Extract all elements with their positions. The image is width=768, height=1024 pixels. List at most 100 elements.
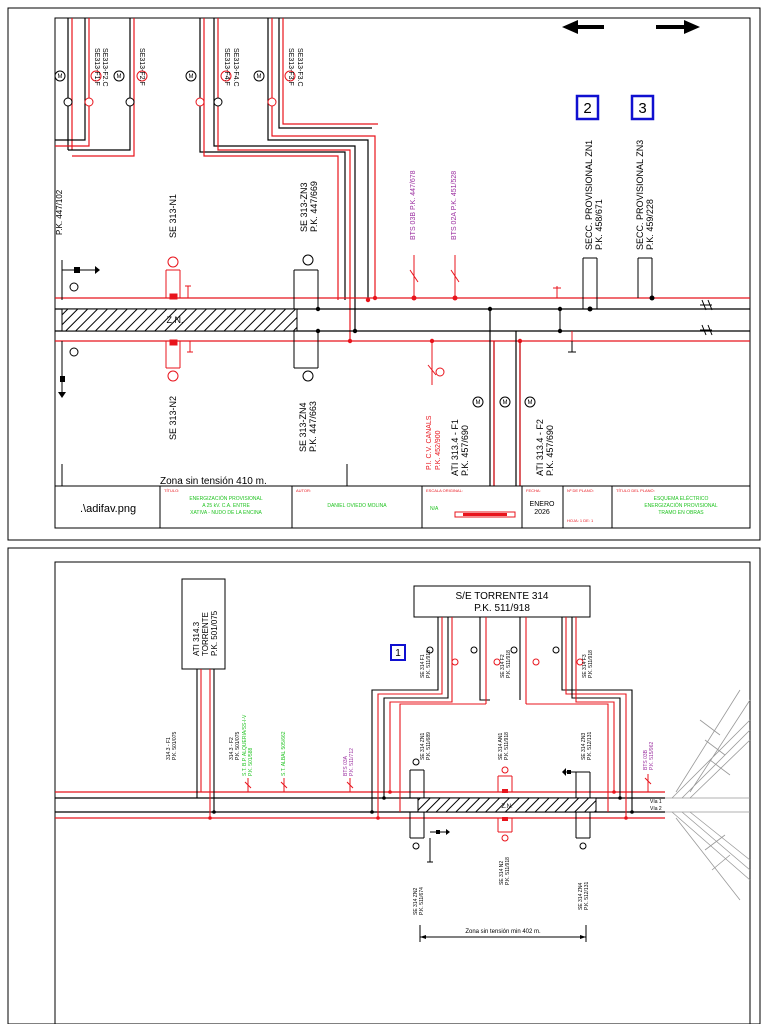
se-314-zn3: SE 314 ZN3 P.K. 512/131 (562, 732, 593, 798)
author-value: DANIEL OVIEDO MOLINA (327, 503, 387, 509)
sheet-1-frame (54, 17, 751, 529)
svg-text:M: M (476, 400, 481, 406)
track-2-label: Vía 2 (650, 806, 662, 812)
sheet-1: 2 3 (7, 7, 761, 541)
badge-3[interactable]: 3 (630, 94, 655, 121)
plan-title-line-2: ENERGIZACIÓN PROVISIONAL (644, 502, 718, 509)
svg-text:M: M (257, 74, 262, 80)
track-1-label: Vía 1 (650, 799, 662, 805)
zn3-name: SE 314 ZN3 (581, 733, 587, 760)
se-314-zn4: SE 314 ZN4 P.K. 512/131 (575, 812, 591, 910)
breaker-motor-icon: M (499, 396, 511, 408)
sheet-2-frame (54, 561, 751, 1024)
feeder-label: SE313-F2.C (101, 48, 108, 87)
svg-text:M: M (528, 400, 533, 406)
rail-yard-lines (665, 689, 751, 901)
feeder-label: SE313-F1.F (93, 48, 100, 86)
bus-nodes-2 (208, 790, 634, 820)
substation-name: S/E TORRENTE 314 (456, 591, 549, 602)
top-feeder-lines (55, 18, 378, 340)
se-314-zn1: SE 314 ZN1 P.K. 511/689 (409, 732, 432, 798)
n2-name: SE 314 N2 (499, 861, 505, 885)
ati-313-4: M M M ATI 313.4 - F1 P.K. 457/690 ATI 31… (450, 309, 555, 486)
ati-f1-pk: P.K. 457/690 (460, 425, 470, 476)
f2-name: 314.3 - F2 (229, 737, 235, 760)
se-313-n1-breaker (165, 256, 191, 300)
sheet-2: S/E TORRENTE 314 P.K. 511/918 1 ATI 314.… (7, 547, 761, 1024)
st2-name: S.T. ALBAL 505/662 (281, 731, 287, 776)
breaker-motor-icon: M (472, 396, 484, 408)
breaker-red-icon (284, 70, 296, 82)
badge-2[interactable]: 2 (575, 94, 600, 121)
st1-name: S.T. B.P. ALQUERIA/SS-I-V (242, 714, 248, 776)
an1-name: SE 314 AN1 (498, 733, 504, 760)
scale-header: ESCALA ORIGINAL: (426, 488, 463, 493)
feeder-label: SE313-F4.C (232, 48, 239, 87)
bus-nodes (315, 295, 563, 344)
bts-03b-label: BTS 03B P.K. 447/678 (410, 170, 417, 240)
substation-feeder-labels: SE 314 F1 P.K. 511/918 SE 314 F2 P.K. 51… (420, 650, 594, 678)
plan-title-line-3: TRAMO EN OBRAS (658, 510, 704, 516)
breaker-motor-icon: M (253, 70, 265, 82)
top-feeder-labels: SE313-F1.F SE313-F2.C SE313-F2.F SE313-F… (93, 48, 303, 87)
bts-03a-name: BTS 03A (343, 755, 349, 776)
date-header: FECHA: (526, 488, 541, 493)
dead-zone-label-2: Zona sin tensión min 402 m. (465, 929, 541, 935)
pi-cv-canals-pk: P.K. 452/900 (435, 430, 442, 470)
pi-cv-canals-name: P.I. C.V. CANALS (426, 415, 433, 470)
date-month: ENERO (530, 501, 555, 508)
substation-pk: P.K. 511/918 (474, 603, 530, 614)
left-arrow-icon[interactable] (562, 20, 604, 34)
feeder-label: SE313-F4.F (223, 48, 230, 86)
se-314-an1: SE 314 AN1 P.K. 511/918 (497, 732, 513, 793)
title-line-2: A 25 kV. C.A. ENTRE (202, 503, 250, 509)
secc-zn1-pk: P.K. 458/671 (594, 199, 604, 250)
se-313-zn4: SE 313-ZN4 P.K. 447/663 (293, 331, 319, 452)
ati-f2-pk: P.K. 457/690 (545, 425, 555, 476)
bts-03b-2-pk: P.K. 515/962 (649, 742, 655, 770)
zn4-name: SE 314 ZN4 (578, 883, 584, 910)
secc-zn3-pk: P.K. 459/228 (645, 199, 655, 250)
ati-feeder-lines (196, 669, 215, 818)
feeder-label: SE313-F3.C (296, 48, 303, 87)
secc-zn1-name: SECC. PROVISIONAL ZN1 (584, 140, 594, 250)
feeder-f1-name: SE 314 F1 (420, 654, 426, 678)
scale-bar-fill (463, 513, 507, 516)
logo-placeholder: .\adifav.png (80, 503, 136, 515)
bts-03b-2-name: BTS 03B (643, 749, 649, 770)
left-devices (58, 260, 100, 398)
ati-box-line-1: ATI 314.3 (192, 621, 201, 656)
zn2-name: SE 314 ZN2 (413, 888, 419, 915)
ati-box-line-2: TORRENTE (201, 612, 210, 656)
st-albal: S.T. ALBAL 505/662 (280, 731, 288, 792)
title-line-1: ENERGIZACIÓN PROVISIONAL (189, 495, 263, 502)
se-313-zn3: SE 313-ZN3 P.K. 447/669 (293, 181, 319, 309)
f2-pk: P.K. 501/075 (235, 732, 241, 760)
ground-icon (553, 286, 561, 298)
bts-03a: BTS 03A P.K. 511/712 (343, 748, 355, 792)
se-313-zn4-name: SE 313-ZN4 (298, 402, 308, 452)
ati-box-line-3: P.K. 501/075 (210, 610, 219, 656)
right-arrow-icon[interactable] (656, 20, 700, 34)
feeder-f3-pk: P.K. 511/918 (588, 650, 594, 678)
bts-02a: BTS 02A P.K. 451/528 (450, 171, 460, 301)
neutral-zone-hatch-2 (417, 797, 597, 813)
badge-1[interactable]: 1 (390, 644, 406, 661)
svg-text:M: M (189, 74, 194, 80)
se-313-zn3-pk: P.K. 447/669 (309, 181, 319, 232)
date-year: 2026 (534, 509, 550, 516)
secc-zn3-name: SECC. PROVISIONAL ZN3 (635, 140, 645, 250)
breaker-red-icon (220, 70, 232, 82)
neutral-zone-hatch (61, 308, 298, 332)
breaker-motor-icon: M (524, 396, 536, 408)
se-313-n2-breaker (165, 339, 193, 382)
se-313-n2-label: SE 313-N2 (168, 396, 178, 440)
feeder-f1-pk: P.K. 511/918 (426, 650, 432, 678)
scale-value: N/A (430, 506, 439, 512)
st1-pk: P.K. 501/588 (248, 748, 254, 776)
breaker-motor-icon: M (185, 70, 197, 82)
dead-zone-label: Zona sin tensión 410 m. (160, 476, 267, 487)
badge-3-label: 3 (638, 100, 646, 117)
svg-text:M: M (503, 400, 508, 406)
substation-feeder-lines (371, 617, 633, 818)
